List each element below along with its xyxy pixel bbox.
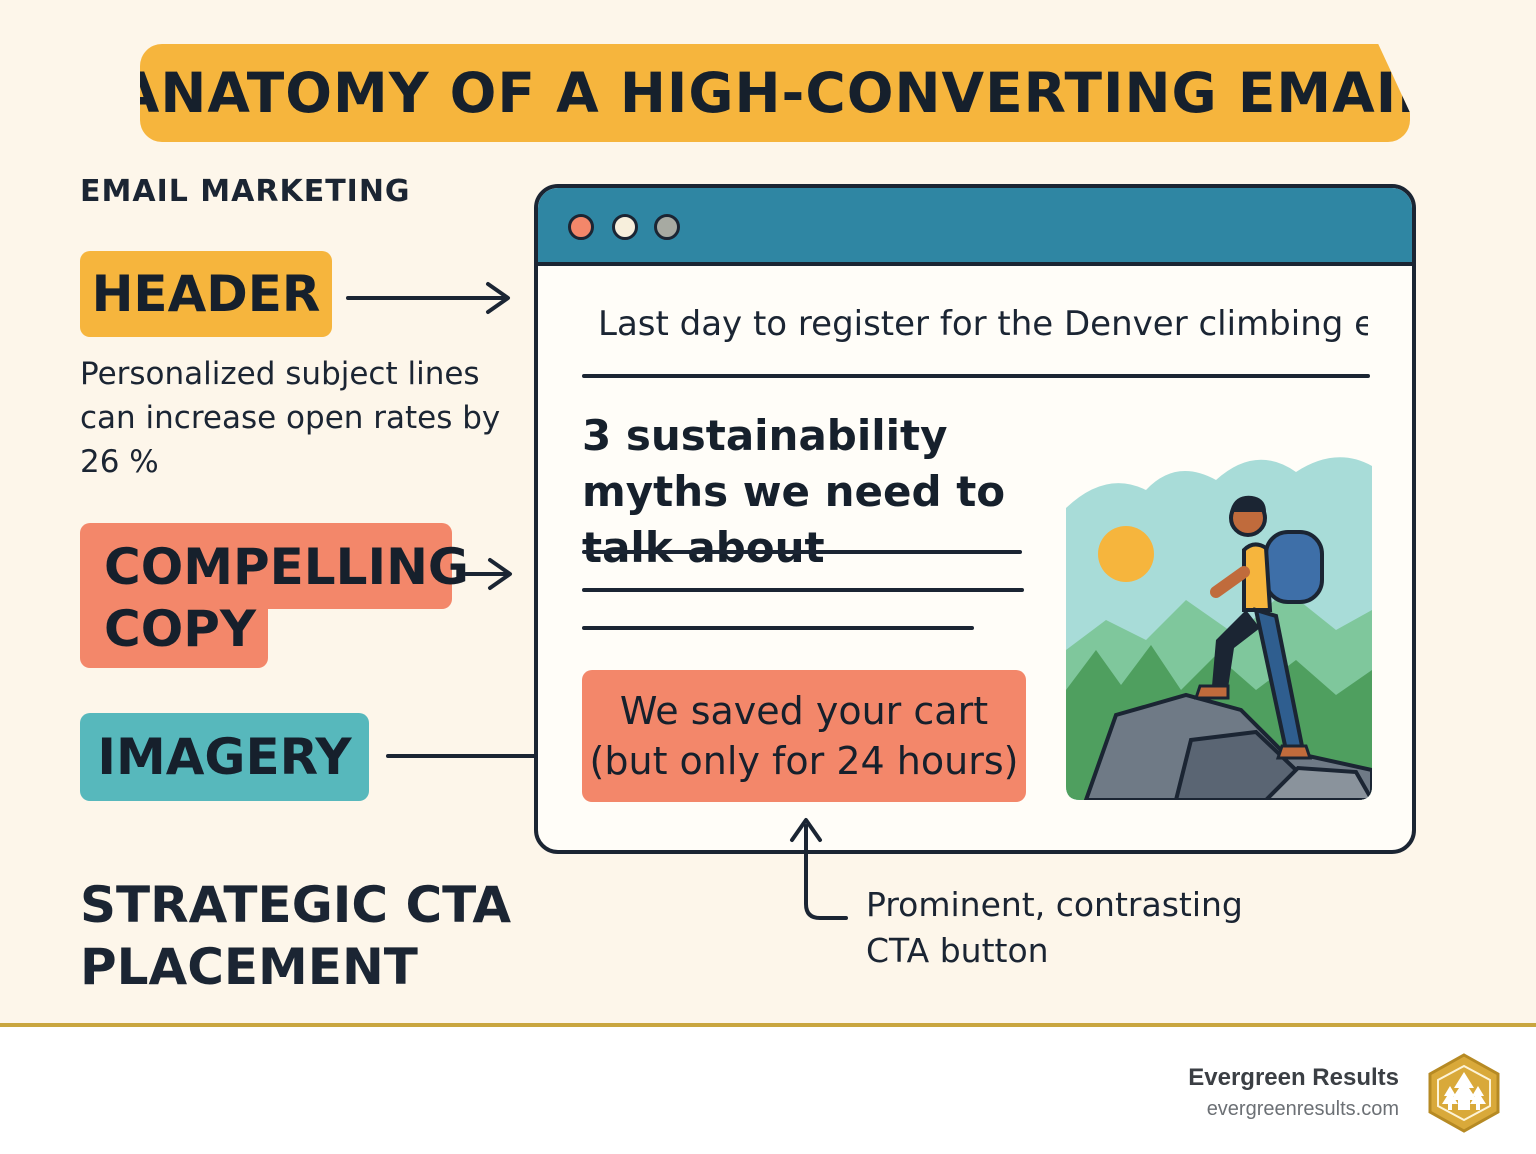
cta-arrow <box>804 824 848 920</box>
imagery-tag-label: IMAGERY <box>97 728 352 786</box>
email-subject-line: Last day to register for the Denver clim… <box>584 300 1368 348</box>
cta-placement-label: STRATEGIC CTA PLACEMENT <box>80 876 512 996</box>
email-browser-window: Last day to register for the Denver clim… <box>534 184 1416 854</box>
header-note: Personalized subject lines can increase … <box>80 356 501 480</box>
cta-note: Prominent, contrasting CTA button <box>866 885 1243 970</box>
window-maximize-dot[interactable] <box>654 214 680 240</box>
header-arrow-head <box>486 282 510 314</box>
footer-divider <box>0 1023 1536 1027</box>
title-banner: ANATOMY OF A HIGH-CONVERTING EMAIL <box>140 44 1410 142</box>
body-copy-line <box>582 550 1022 554</box>
subject-divider <box>582 374 1370 378</box>
copy-tag-background-lower <box>80 580 268 668</box>
email-subject-text: Last day to register for the Denver clim… <box>598 304 1368 344</box>
kicker-label: EMAIL MARKETING <box>80 174 411 209</box>
header-tag-label: HEADER <box>91 265 321 323</box>
cta-button-line2: (but only for 24 hours) <box>589 739 1019 783</box>
page-title: ANATOMY OF A HIGH-CONVERTING EMAIL <box>116 61 1434 125</box>
body-copy-line <box>582 588 1024 592</box>
window-close-dot[interactable] <box>568 214 594 240</box>
copy-arrow-head <box>488 558 512 590</box>
email-headline: 3 sustainability myths we need to talk a… <box>582 411 1006 572</box>
cta-button[interactable]: We saved your cart (but only for 24 hour… <box>582 670 1026 802</box>
sun-icon <box>1098 526 1154 582</box>
footer <box>0 1027 1536 1154</box>
hiker-illustration <box>1066 457 1372 800</box>
cta-button-line1: We saved your cart <box>619 689 989 733</box>
body-copy-line <box>582 626 974 630</box>
cta-arrow-head <box>790 818 822 842</box>
browser-title-bar <box>538 188 1412 266</box>
window-minimize-dot[interactable] <box>612 214 638 240</box>
pine-trees-hexagon-icon[interactable] <box>1426 1052 1502 1134</box>
brand-name[interactable]: Evergreen Results <box>1188 1064 1399 1091</box>
header-tag: HEADER <box>80 251 332 337</box>
brand-url[interactable]: evergreenresults.com <box>1206 1098 1399 1120</box>
copy-tag-label: COMPELLING COPY <box>104 538 469 658</box>
imagery-tag: IMAGERY <box>80 713 369 801</box>
